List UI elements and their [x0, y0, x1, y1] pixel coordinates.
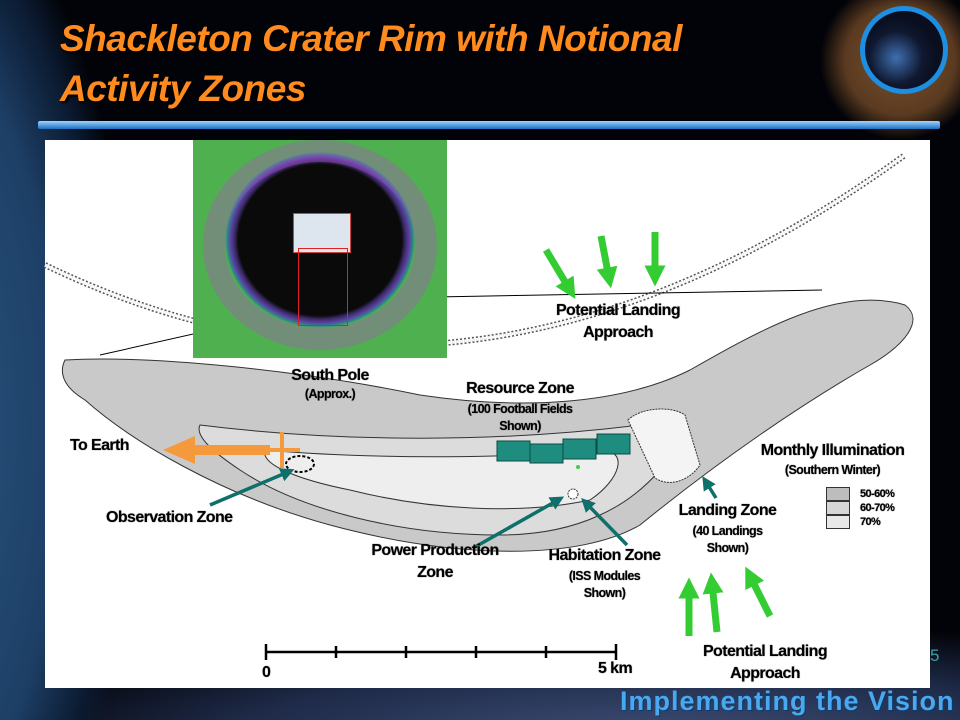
approach-arrows-top — [542, 232, 666, 300]
legend-label: 50-60% — [860, 487, 895, 500]
power-marker — [576, 465, 580, 469]
to-earth-arrow — [163, 436, 270, 464]
title-divider — [38, 121, 940, 129]
detail-inset — [293, 213, 351, 253]
legend-label: 70% — [860, 515, 881, 528]
title-line-1: Shackleton Crater Rim with Notional — [60, 18, 682, 59]
legend-swatch — [826, 487, 850, 501]
landing-zone-pads — [627, 408, 701, 483]
scale-bar — [264, 644, 618, 660]
crater-illumination-map — [193, 140, 447, 358]
label-monthly-illumination: Monthly Illumination — [760, 442, 905, 459]
scale-end-label: 5 km — [598, 660, 633, 677]
observation-zone-marker — [285, 455, 315, 473]
legend-item: 50-60% — [826, 487, 895, 501]
illumination-legend: 50-60% 60-70% 70% — [826, 487, 895, 529]
legend-label: 60-70% — [860, 501, 895, 514]
label-landing-zone: Landing Zone — [678, 502, 777, 519]
scale-start-label: 0 — [262, 664, 271, 681]
approach-arrows-bottom — [678, 566, 774, 636]
zoom-line-right — [434, 289, 823, 298]
title-line-2: Activity Zones — [60, 68, 306, 109]
label-south-pole-sub: (Approx.) — [304, 387, 356, 401]
footer-tagline: Implementing the Vision — [620, 686, 955, 716]
label-resource-zone: Resource Zone — [466, 380, 574, 397]
resource-zone-modules — [496, 433, 631, 464]
page-number: 5 — [930, 646, 940, 665]
crater-edge-arc-inner — [44, 153, 906, 348]
label-habitation-zone: Habitation Zone — [548, 547, 661, 564]
label-southern-winter: (Southern Winter) — [784, 463, 881, 477]
legend-swatch — [826, 515, 850, 529]
label-south-pole: South Pole — [291, 367, 369, 384]
habitation-marker — [567, 488, 579, 500]
conference-logo — [860, 6, 948, 94]
label-observation-zone: Observation Zone — [106, 509, 233, 526]
rim-selection-box — [298, 248, 348, 326]
crater-edge-arc — [43, 152, 907, 349]
zone-pointer-arrows — [209, 468, 718, 549]
legend-item: 60-70% — [826, 501, 895, 515]
label-to-earth: To Earth — [70, 437, 130, 454]
legend-item: 70% — [826, 515, 894, 529]
legend-swatch — [826, 501, 850, 515]
